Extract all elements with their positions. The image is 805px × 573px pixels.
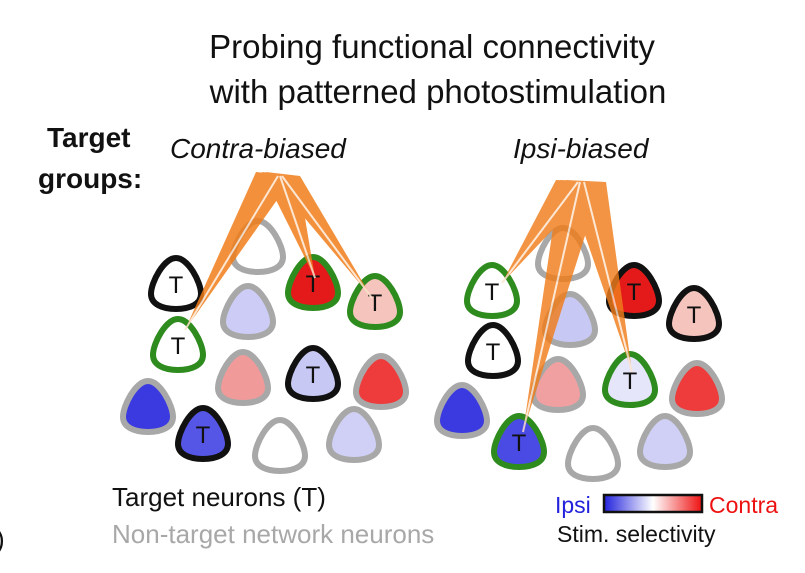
nontarget-neuron — [568, 428, 618, 479]
beam — [523, 180, 602, 432]
nontarget-neuron — [672, 363, 722, 414]
target-marker: T — [171, 333, 186, 360]
target-marker: T — [485, 279, 500, 306]
nontarget-neuron — [329, 409, 379, 460]
target-marker: T — [623, 368, 638, 395]
stimulated-target-neuron: T — [153, 319, 203, 370]
nontarget-neuron — [123, 381, 173, 432]
beam — [185, 172, 294, 330]
nontarget-neuron — [218, 352, 268, 403]
beam — [566, 180, 632, 372]
nontarget-neuron — [640, 416, 690, 467]
legend-nontarget-neurons: Non-target network neurons — [112, 519, 434, 549]
target-neuron: T — [151, 258, 201, 309]
target-neuron: T — [288, 348, 338, 399]
target-marker: T — [169, 272, 184, 299]
target-groups-label-line-1: Target — [47, 122, 131, 153]
target-neuron: T — [468, 325, 518, 376]
scale-high-label: Contra — [709, 492, 778, 518]
group-left-label: Contra-biased — [170, 133, 347, 164]
nontarget-neuron — [223, 286, 273, 337]
left-photostimulation-beams — [184, 172, 373, 331]
target-neuron: T — [669, 288, 719, 339]
stimulated-target-neuron: T — [350, 276, 400, 327]
legend-target-neurons: Target neurons (T) — [112, 482, 326, 512]
beam-core — [501, 181, 579, 284]
nontarget-neuron — [255, 420, 305, 471]
target-marker: T — [306, 271, 321, 298]
target-groups-label-line-2: groups: — [38, 163, 142, 194]
stimulated-target-neuron: T — [605, 354, 655, 405]
target-marker: T — [196, 422, 211, 449]
beam-core — [184, 175, 279, 331]
beam-core — [279, 175, 316, 279]
stimulated-target-neuron: T — [467, 265, 517, 316]
stimulated-target-neuron: T — [494, 416, 544, 467]
title-line-1: Probing functional connectivity — [209, 28, 655, 65]
stimulated-target-neuron: T — [288, 257, 338, 308]
nontarget-neuron — [437, 385, 487, 436]
target-marker: T — [687, 302, 702, 329]
beam-core — [522, 181, 581, 433]
target-neuron: T — [178, 408, 228, 459]
selectivity-colorbar — [602, 493, 704, 514]
title-line-2: with patterned photostimulation — [209, 73, 667, 110]
target-marker: T — [512, 430, 527, 457]
cropped-label-fragment: ) — [0, 524, 5, 554]
target-marker: T — [486, 339, 501, 366]
left-neuron-group: T T T T T T — [123, 221, 406, 471]
target-neuron: T — [609, 265, 659, 316]
right-neuron-group: T T T T T T — [437, 228, 722, 479]
nontarget-neuron — [356, 356, 406, 407]
beam-core — [583, 181, 633, 373]
right-photostimulation-beams — [501, 180, 633, 433]
group-right-label: Ipsi-biased — [513, 133, 650, 164]
beam-core — [281, 175, 373, 299]
scale-title: Stim. selectivity — [557, 521, 716, 547]
target-marker: T — [306, 362, 321, 389]
scale-low-label: Ipsi — [555, 492, 591, 518]
target-marker: T — [627, 279, 642, 306]
beam — [266, 172, 372, 298]
